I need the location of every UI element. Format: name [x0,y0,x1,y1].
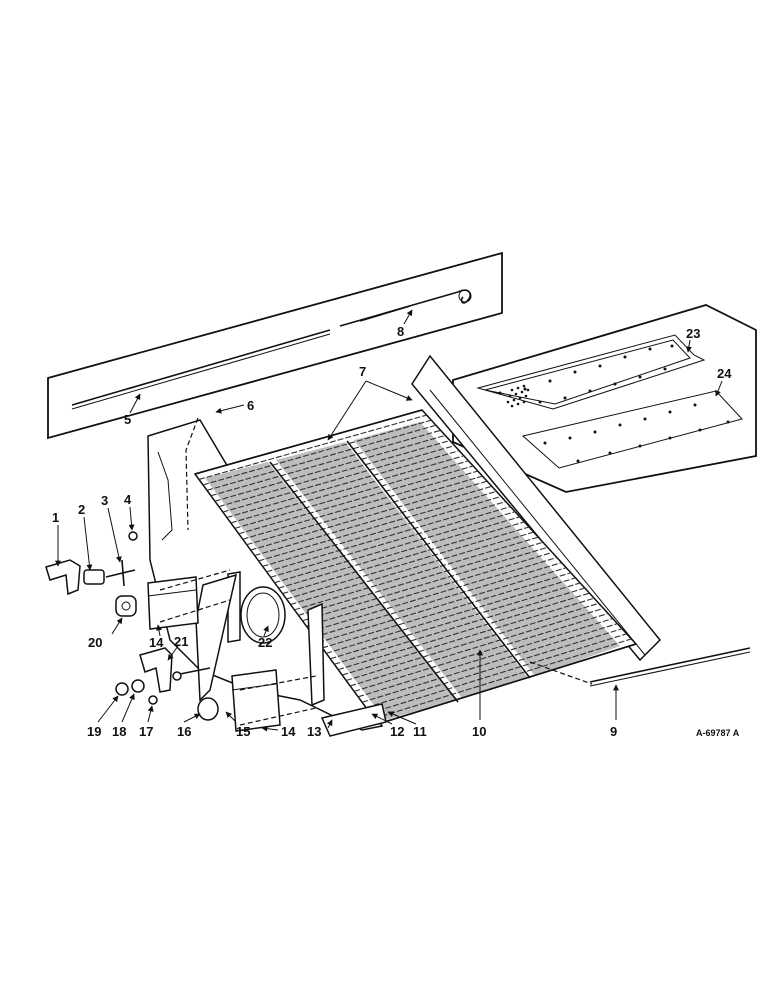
slat-line [346,602,599,682]
callout-23: 23 [686,326,700,341]
callout-5: 5 [124,412,131,427]
slat-lines [198,414,632,720]
slat-line [298,541,544,616]
slat-line [282,521,525,595]
callout-10: 10 [472,724,486,739]
callout-8: 8 [397,324,404,339]
slat-line [198,414,427,480]
callout-9: 9 [610,724,617,739]
callout-14-lower: 14 [281,724,296,739]
slat-line [357,618,613,698]
slat-line [266,501,506,573]
slat-line [302,546,548,622]
slat-line [234,460,469,529]
callout-labels: 1 2 3 4 5 6 7 8 9 10 11 12 13 14 14 15 1… [52,324,740,739]
leader-lines [55,309,723,732]
slat-line [361,623,618,703]
callout-2: 2 [78,502,85,517]
slat-line [306,551,553,627]
callout-14-upper: 14 [149,635,164,650]
callout-11: 11 [413,724,427,739]
slat-line [334,587,585,665]
callout-19: 19 [87,724,101,739]
callout-13: 13 [307,724,321,739]
slat-line [326,577,576,654]
callout-1: 1 [52,510,59,525]
slat-line [262,495,502,567]
slat-line [318,567,567,644]
callout-24: 24 [717,366,732,381]
slat-line [342,597,595,676]
callout-17: 17 [139,724,153,739]
slat-line [274,511,516,584]
callout-4: 4 [124,492,132,507]
slat-line [294,536,539,611]
slat-line [349,607,604,687]
callout-12: 12 [390,724,404,739]
slat-line [254,485,492,557]
slat-line [270,506,511,578]
callout-18: 18 [112,724,126,739]
slat-line [258,490,497,562]
plate-inset-panel [452,304,757,493]
slat-line [330,582,581,660]
callout-16: 16 [177,724,191,739]
callout-7: 7 [359,364,366,379]
slat-line [222,445,455,513]
slat-line [242,470,478,540]
callout-3: 3 [101,493,108,508]
slat-line [365,628,623,709]
slat-line [373,638,632,720]
sieve-assembly [147,354,662,731]
callout-21: 21 [174,634,188,649]
slat-line [310,556,558,633]
callout-6: 6 [247,398,254,413]
slat-line [246,475,483,546]
drawing-code: A-69787 A [696,728,740,738]
slat-line [218,439,451,508]
callout-22: 22 [258,635,272,650]
rod-inset-panel [47,251,503,440]
slat-line [230,455,465,524]
slat-line [226,450,460,519]
sieve-slats [205,422,620,720]
callout-15: 15 [236,724,250,739]
slat-line [278,516,520,589]
slat-line [290,531,534,605]
slat-line [322,572,572,649]
slat-line [338,592,590,671]
slat-line [250,480,488,551]
callout-20: 20 [88,635,102,650]
slat-line [369,633,627,714]
left-hardware [45,417,751,737]
slat-line [314,562,562,638]
slat-line [286,526,530,600]
slat-line [202,419,432,486]
slat-line [238,465,474,535]
